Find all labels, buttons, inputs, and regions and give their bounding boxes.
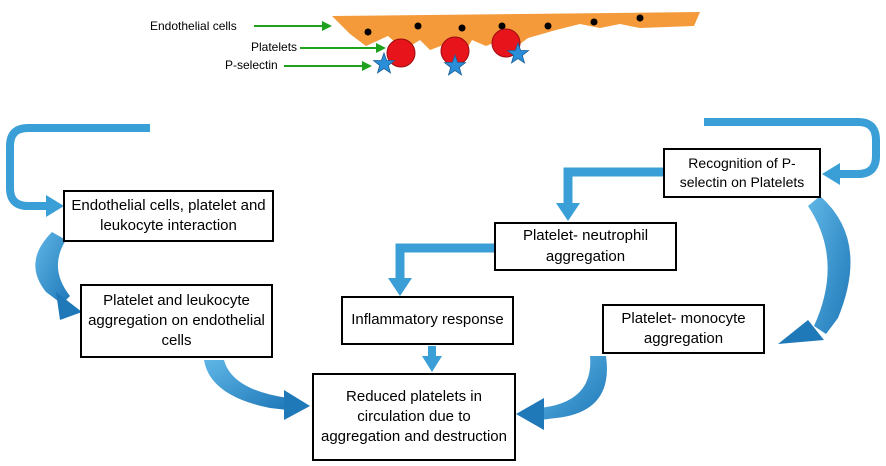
arrow-leukocyte-to-reduced bbox=[204, 360, 310, 420]
box-platelet-leukocyte: Platelet and leukocyte aggregation on en… bbox=[80, 284, 273, 358]
label-endothelial-cells: Endothelial cells bbox=[150, 19, 237, 33]
box-platelet-monocyte: Platelet- monocyte aggregation bbox=[602, 304, 765, 354]
box-platelet-neutrophil: Platelet- neutrophil aggregation bbox=[494, 222, 677, 271]
box-pselectin-recognition-text: Recognition of P-selectin on Platelets bbox=[679, 155, 805, 190]
arrow-top-to-recognition bbox=[704, 118, 880, 185]
box-cell-interaction: Endothelial cells, platelet and leukocyt… bbox=[63, 190, 274, 242]
box-reduced-platelets: Reduced platelets in circulation due to … bbox=[312, 373, 516, 461]
box-reduced-platelets-text: Reduced platelets in circulation due to … bbox=[321, 387, 507, 446]
arrow-top-to-interaction bbox=[6, 124, 150, 217]
box-inflammatory-response: Inflammatory response bbox=[341, 296, 514, 345]
arrow-monocyte-to-reduced bbox=[516, 356, 607, 430]
arrow-interaction-to-leukocyte bbox=[35, 232, 82, 320]
arrow-recognition-to-monocyte bbox=[778, 196, 851, 344]
box-pselectin-recognition: Recognition of P-selectin on Platelets bbox=[663, 148, 821, 198]
arrow-recognition-to-neutrophil bbox=[556, 167, 663, 221]
box-inflammatory-response-text: Inflammatory response bbox=[351, 311, 504, 329]
label-platelets: Platelets bbox=[251, 40, 298, 54]
box-platelet-monocyte-text: Platelet- monocyte aggregation bbox=[621, 309, 746, 347]
box-cell-interaction-text: Endothelial cells, platelet and leukocyt… bbox=[71, 196, 266, 234]
box-platelet-neutrophil-text: Platelet- neutrophil aggregation bbox=[522, 227, 649, 265]
label-p-selectin: P-selectin bbox=[225, 58, 278, 72]
arrow-inflammatory-to-reduced bbox=[422, 346, 442, 372]
arrow-neutrophil-to-inflammatory bbox=[388, 243, 494, 296]
box-platelet-leukocyte-text: Platelet and leukocyte aggregation on en… bbox=[88, 291, 265, 350]
